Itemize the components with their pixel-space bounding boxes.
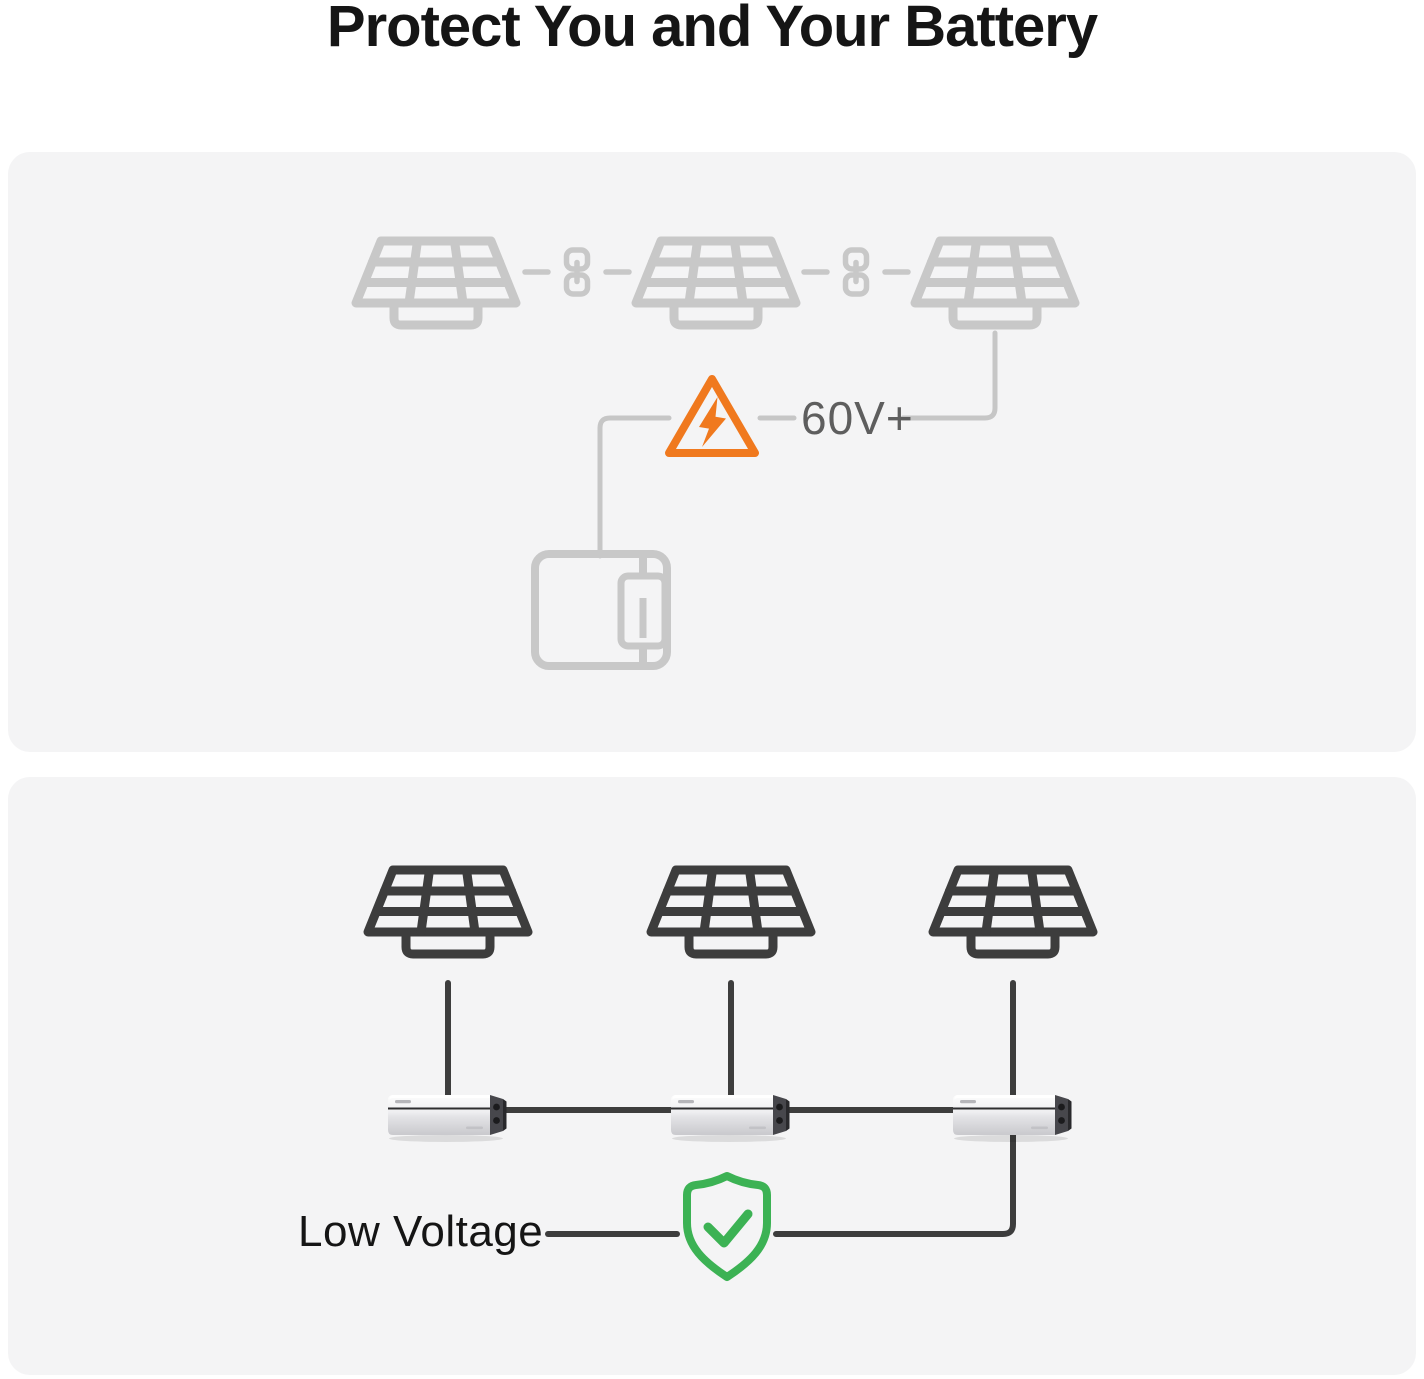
low-voltage-diagram-card: Low Voltage (8, 777, 1416, 1375)
low-voltage-label: Low Voltage (298, 1207, 544, 1256)
chain-link-icon (801, 248, 911, 296)
solar-panel-icon (925, 865, 1101, 961)
shield-check-icon (681, 1171, 773, 1283)
solar-panel-icon (360, 865, 536, 961)
page-title: Protect You and Your Battery (326, 0, 1098, 59)
battery-box-icon (531, 550, 671, 670)
high-voltage-warning-icon (664, 374, 760, 460)
chain-link-icon (522, 248, 632, 296)
solar-panel-icon (628, 236, 804, 332)
micro-inverter-image (670, 1094, 791, 1143)
solar-panel-icon (643, 865, 819, 961)
micro-inverter-image (387, 1094, 508, 1143)
solar-panel-icon (907, 236, 1083, 332)
solar-panel-icon (348, 236, 524, 332)
high-voltage-diagram-card: 60V+ (8, 152, 1416, 752)
high-voltage-label: 60V+ (801, 392, 914, 444)
micro-inverter-image (952, 1094, 1073, 1143)
